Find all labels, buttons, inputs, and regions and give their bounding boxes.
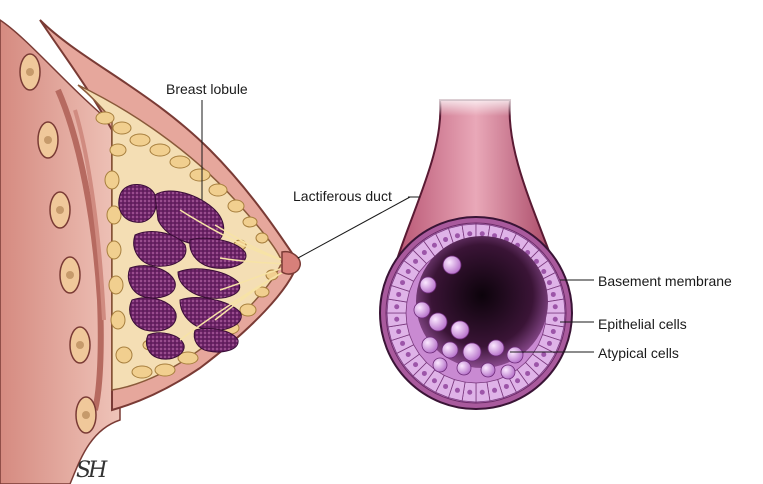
label-breast-lobule: Breast lobule: [166, 81, 248, 97]
cell-nucleus: [492, 388, 497, 393]
label-atypical-cells: Atypical cells: [598, 345, 679, 361]
cell-nucleus: [547, 280, 552, 285]
cell-nucleus: [394, 304, 399, 309]
breast-cross-section: [0, 20, 300, 484]
cell-nucleus: [467, 231, 472, 236]
cell-nucleus: [396, 292, 401, 297]
cell-nucleus: [551, 329, 556, 334]
nipple: [282, 252, 300, 274]
cell-nucleus: [551, 292, 556, 297]
cell-nucleus: [467, 390, 472, 395]
cell-nucleus: [422, 250, 427, 255]
artist-signature: SH: [76, 458, 104, 483]
cell-nucleus: [432, 378, 437, 383]
label-basement-membrane: Basement membrane: [598, 273, 732, 289]
cell-nucleus: [400, 341, 405, 346]
cell-nucleus: [504, 384, 509, 389]
cell-nucleus: [480, 231, 485, 236]
label-lactiferous-duct: Lactiferous duct: [293, 188, 392, 204]
cell-nucleus: [406, 269, 411, 274]
cell-nucleus: [413, 259, 418, 264]
cell-nucleus: [541, 352, 546, 357]
cell-nucleus: [422, 371, 427, 376]
cell-nucleus: [443, 384, 448, 389]
cell-nucleus: [541, 269, 546, 274]
cell-nucleus: [400, 280, 405, 285]
cell-nucleus: [515, 378, 520, 383]
cell-nucleus: [406, 352, 411, 357]
cell-nucleus: [553, 304, 558, 309]
cell-nucleus: [553, 317, 558, 322]
label-epithelial-cells: Epithelial cells: [598, 316, 687, 332]
cell-nucleus: [525, 371, 530, 376]
cell-nucleus: [432, 243, 437, 248]
cell-nucleus: [396, 329, 401, 334]
cell-nucleus: [547, 341, 552, 346]
cell-nucleus: [455, 388, 460, 393]
cell-nucleus: [480, 390, 485, 395]
duct-cross-section: [380, 95, 572, 409]
cell-nucleus: [455, 233, 460, 238]
cell-nucleus: [394, 317, 399, 322]
cell-nucleus: [534, 362, 539, 367]
cell-nucleus: [413, 362, 418, 367]
cell-nucleus: [443, 237, 448, 242]
